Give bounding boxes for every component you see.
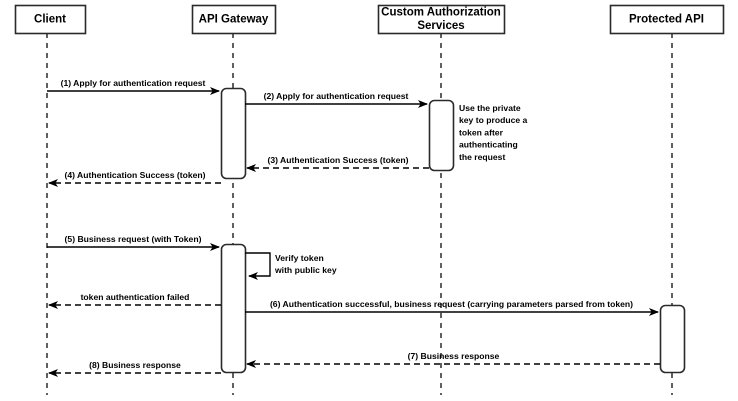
participant-box-protected-api[interactable] [609,4,725,35]
self-message-path-verify-token-self-call [245,252,271,280]
participant-box-custom-authorization-services[interactable] [377,4,506,35]
participant-box-api-gateway[interactable] [191,4,277,35]
message-label-2: (2) Apply for authentication request [264,91,409,101]
participant-label-client: Client [34,14,66,26]
message-label-3: (3) Authentication Success (token) [267,155,408,165]
message-label-1: (1) Apply for authentication request [61,78,206,88]
message-label-fail: token authentication failed [81,292,190,302]
messages-group: (1) Apply for authentication request (2) … [47,78,660,377]
message-label-5: (5) Business request (with Token) [65,234,202,244]
activation-bar-gateway-auth-activation [220,87,247,180]
participant-label-api-gateway: API Gateway [199,14,269,26]
message-label-6: (6) Authentication successful, business … [270,299,633,309]
participant-label-protected-api: Protected API [629,14,704,26]
activation-bar-gateway-business-activation [220,243,247,374]
participant-box-client[interactable] [14,4,87,35]
activation-bar-protected-api-activation [659,304,686,374]
activation-bar-cas-auth-activation [428,99,455,172]
activations-group [220,87,686,374]
message-label-7: (7) Business response [408,351,500,361]
message-label-4: (4) Authentication Success (token) [64,170,205,180]
message-label-8: (8) Business response [89,360,181,370]
